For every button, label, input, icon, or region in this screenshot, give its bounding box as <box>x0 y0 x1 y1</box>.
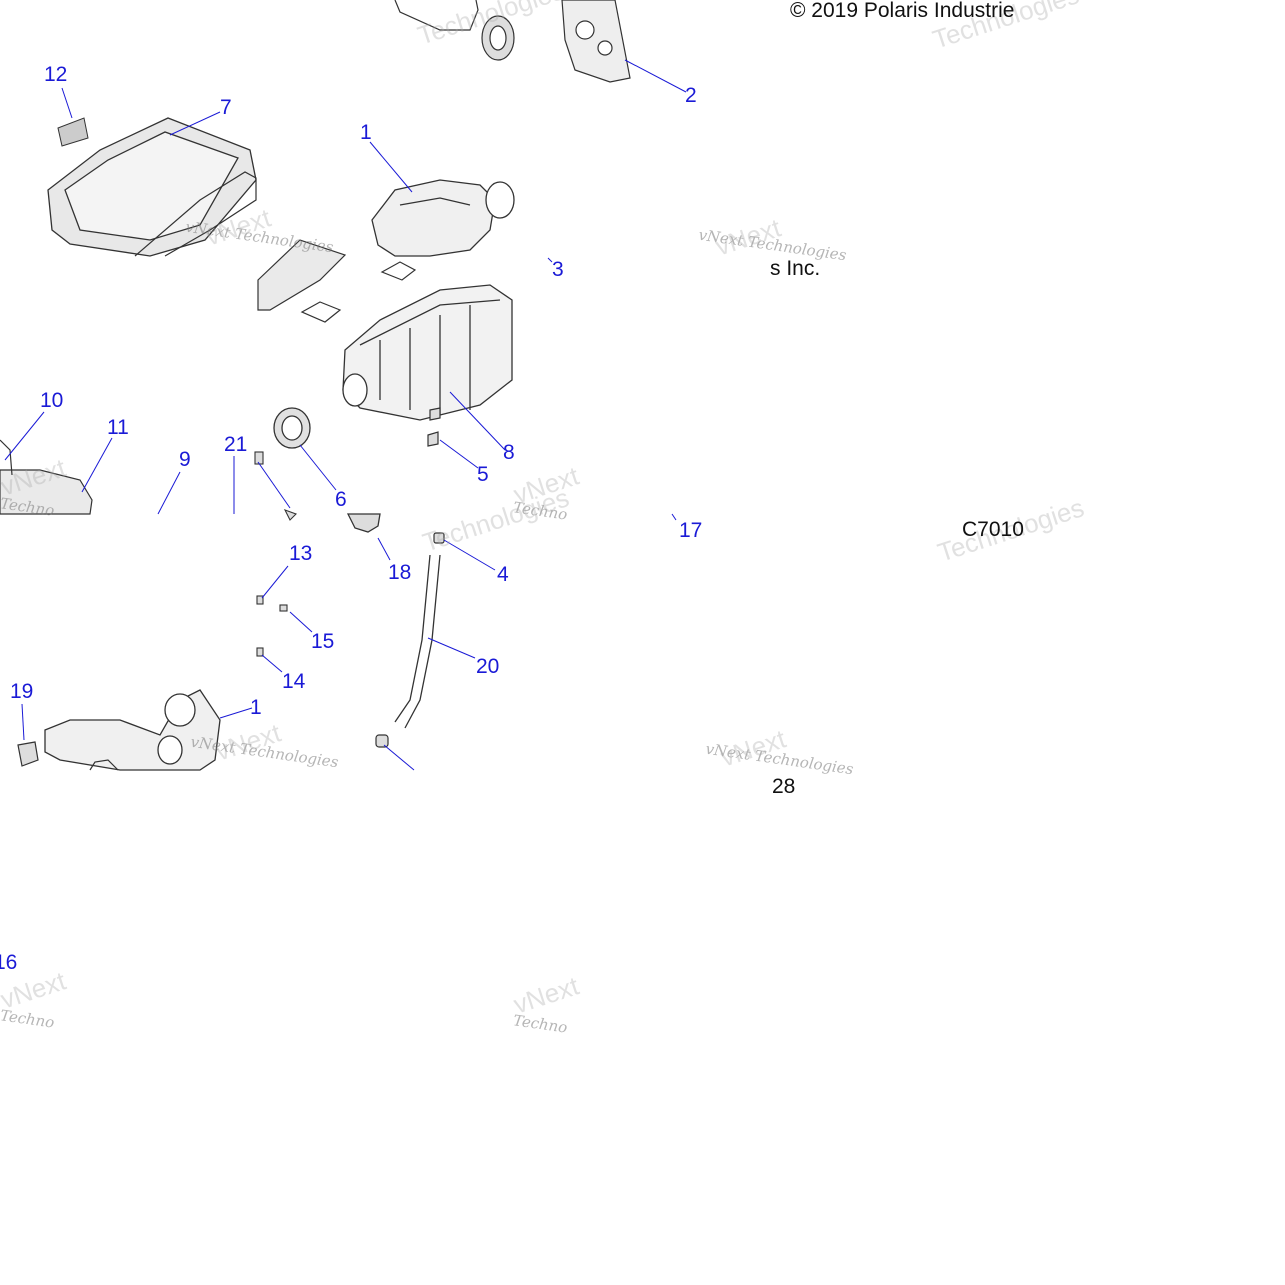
callout-12[interactable]: 12 <box>44 63 68 86</box>
callout-15[interactable]: 15 <box>311 630 335 653</box>
leader-lines <box>4 59 687 771</box>
part-5-bolt <box>427 407 441 447</box>
callout-13[interactable]: 13 <box>289 542 313 565</box>
part-gasket-top <box>394 0 479 31</box>
part-clamp-small <box>375 734 389 748</box>
part-6-ring <box>273 407 311 449</box>
part-21-fasteners <box>254 451 297 521</box>
part-clip <box>300 261 417 323</box>
part-small-fasteners <box>256 595 288 657</box>
part-2-plate <box>561 0 631 83</box>
part-11-filter-element <box>0 469 93 515</box>
part-8-airbox-housing <box>342 284 513 421</box>
part-outlet-duct <box>44 689 221 771</box>
callout-11[interactable]: 11 <box>107 416 129 439</box>
part-clamp-bottom <box>89 759 119 771</box>
callout-19[interactable]: 19 <box>10 680 34 703</box>
callout-17[interactable]: 17 <box>679 519 703 542</box>
callout-18[interactable]: 18 <box>388 561 412 584</box>
callout-9[interactable]: 9 <box>179 448 191 471</box>
callout-20[interactable]: 20 <box>476 655 500 678</box>
callout-21[interactable]: 21 <box>224 433 248 456</box>
part-grommet-top <box>481 15 515 61</box>
diagram-code: C7010 <box>962 518 1024 541</box>
callout-8[interactable]: 8 <box>503 441 515 464</box>
callout-14[interactable]: 14 <box>282 670 306 693</box>
callout-10[interactable]: 10 <box>40 389 64 412</box>
part-tube-left <box>257 239 347 311</box>
callout-1-outlet[interactable]: 1 <box>250 696 262 719</box>
part-20-drain-tube <box>394 554 441 729</box>
part-19-clamp <box>17 741 39 767</box>
callout-6[interactable]: 6 <box>335 488 347 511</box>
part-4-fitting <box>433 532 445 544</box>
callout-2[interactable]: 2 <box>685 84 697 107</box>
page-fragment: 28 <box>772 775 796 798</box>
part-10-gasket <box>0 439 13 476</box>
part-12-label <box>57 117 89 147</box>
copyright-text-fragment: s Inc. <box>770 257 821 280</box>
part-7-airbox-cover <box>47 117 257 257</box>
callout-16[interactable]: 16 <box>0 951 18 974</box>
callout-3[interactable]: 3 <box>552 258 564 281</box>
callout-4[interactable]: 4 <box>497 563 509 586</box>
part-gasket-seal <box>134 171 257 257</box>
part-18-clamp <box>346 513 381 533</box>
callout-5[interactable]: 5 <box>477 463 489 486</box>
part-1-intake-duct <box>371 179 515 257</box>
callout-7[interactable]: 7 <box>220 96 232 119</box>
callout-1[interactable]: 1 <box>360 121 372 144</box>
copyright-text: © 2019 Polaris Industrie <box>790 0 1015 22</box>
